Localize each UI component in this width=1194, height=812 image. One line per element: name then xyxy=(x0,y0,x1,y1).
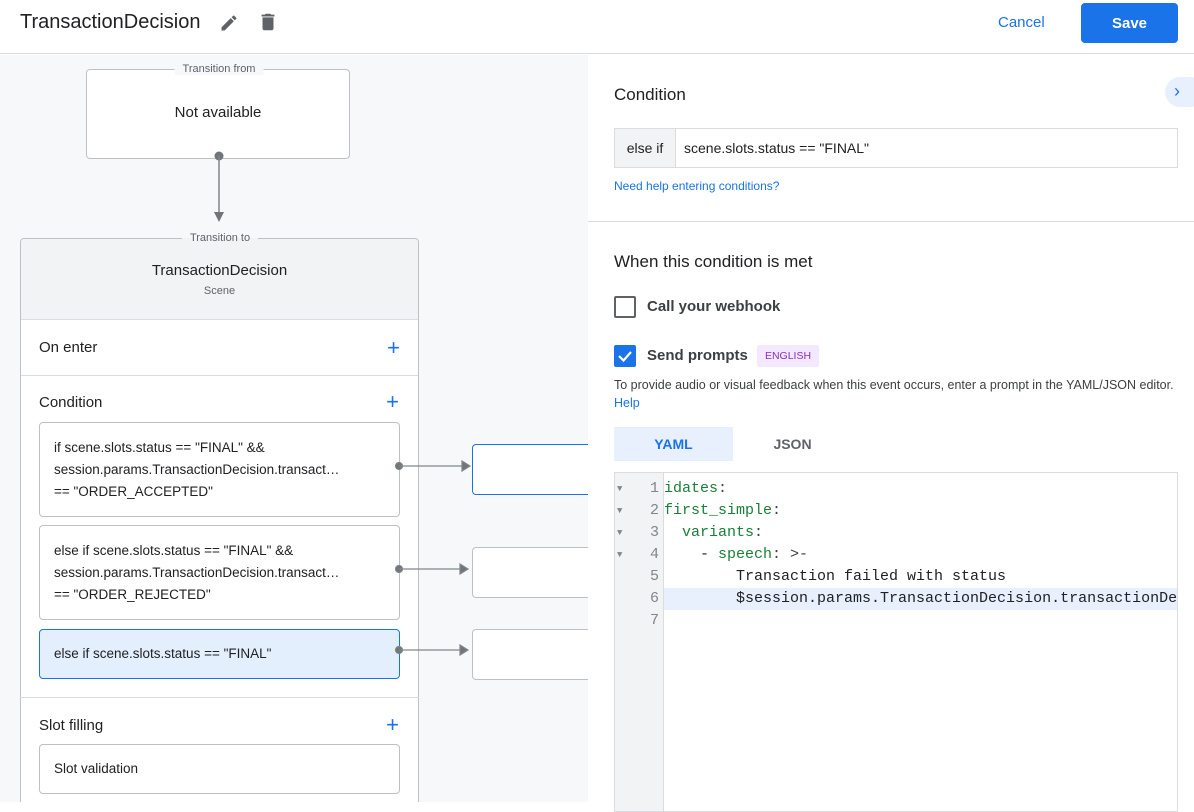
fold-arrow-icon[interactable]: ▼ xyxy=(617,506,623,516)
line-number: 7 xyxy=(649,612,659,629)
transition-from-value: Not available xyxy=(174,104,262,121)
yaml-punct: : >- xyxy=(772,546,809,563)
cancel-button[interactable]: Cancel xyxy=(998,14,1045,31)
target-node[interactable] xyxy=(472,444,588,495)
help-conditions-link[interactable]: Need help entering conditions? xyxy=(614,179,780,193)
divider xyxy=(588,221,1194,222)
fold-arrow-icon[interactable]: ▼ xyxy=(617,550,623,560)
checkmark-icon xyxy=(618,351,632,363)
line-number: 2 xyxy=(649,502,659,519)
slot-filling-header: Slot filling + xyxy=(39,712,399,737)
fold-arrow-icon[interactable]: ▼ xyxy=(617,484,623,494)
code-indent: - xyxy=(664,546,719,563)
condition-line: == "ORDER_ACCEPTED" xyxy=(54,483,213,499)
transition-arrow xyxy=(214,151,224,222)
code-line: 7 xyxy=(615,610,1177,632)
send-prompts-checkbox[interactable] xyxy=(614,345,636,367)
transition-from-legend: Transition from xyxy=(174,63,264,75)
line-number: 6 xyxy=(649,590,659,607)
condition-item[interactable]: else if scene.slots.status == "FINAL" &&… xyxy=(39,525,400,620)
add-on-enter-icon[interactable]: + xyxy=(387,334,400,360)
yaml-text: Transaction failed with status xyxy=(736,568,1007,585)
transition-to-legend: Transition to xyxy=(181,232,259,244)
target-node[interactable] xyxy=(472,629,588,680)
code-line: ▼ 2 first_simple: xyxy=(615,500,1177,522)
when-met-title: When this condition is met xyxy=(614,252,813,271)
code-line: ▼ 4 - speech: >- xyxy=(615,544,1177,566)
yaml-key: idates xyxy=(664,480,719,497)
add-slot-icon[interactable]: + xyxy=(386,712,399,737)
condition-item[interactable]: if scene.slots.status == "FINAL" && sess… xyxy=(39,422,400,517)
tab-yaml[interactable]: YAML xyxy=(614,427,733,461)
condition-line: else if scene.slots.status == "FINAL" && xyxy=(54,542,294,558)
line-number: 5 xyxy=(649,568,659,585)
pencil-icon[interactable] xyxy=(219,13,239,33)
editor-gutter xyxy=(615,473,664,811)
condition-prefix: else if xyxy=(615,129,676,167)
scene-name: TransactionDecision xyxy=(151,262,288,279)
code-line: ▼ 3 variants: xyxy=(615,522,1177,544)
yaml-text: $session.params.TransactionDecision.tran… xyxy=(736,590,1178,607)
condition-header: Condition + xyxy=(39,389,399,414)
condition-label: Condition xyxy=(39,394,103,411)
code-indent xyxy=(664,524,682,541)
yaml-key: speech xyxy=(718,546,773,563)
code-indent xyxy=(664,590,736,607)
scene-type: Scene xyxy=(203,285,236,297)
code-editor[interactable]: ▼ 1 idates: ▼ 2 first_simple: ▼ 3 variants: ▼ 4 -… xyxy=(614,472,1178,812)
code-indent xyxy=(664,568,736,585)
collapse-panel-button[interactable]: › xyxy=(1165,77,1194,107)
description-text: To provide audio or visual feedback when… xyxy=(614,378,1174,392)
condition-input[interactable]: else if scene.slots.status == "FINAL" xyxy=(614,128,1178,168)
prompt-description: To provide audio or visual feedback when… xyxy=(614,376,1174,412)
slot-filling-label: Slot filling xyxy=(39,717,104,734)
target-node[interactable] xyxy=(472,547,588,598)
condition-line: == "ORDER_REJECTED" xyxy=(54,586,211,602)
on-enter-section: On enter + xyxy=(21,320,418,376)
flow-canvas: Transition from Not available Transactio… xyxy=(0,55,588,802)
condition-panel: › Condition else if scene.slots.status =… xyxy=(588,55,1194,812)
condition-line: session.params.TransactionDecision.trans… xyxy=(54,564,340,580)
code-line: 6 $session.params.TransactionDecision.tr… xyxy=(615,588,1178,610)
slot-validation-item[interactable]: Slot validation xyxy=(39,744,400,794)
webhook-checkbox[interactable] xyxy=(614,296,636,318)
condition-line: if scene.slots.status == "FINAL" && xyxy=(54,439,265,455)
save-button[interactable]: Save xyxy=(1081,3,1178,43)
header: TransactionDecision Cancel Save xyxy=(0,0,1194,54)
send-prompts-label: Send prompts xyxy=(647,347,748,364)
add-condition-icon[interactable]: + xyxy=(386,389,399,414)
scene-card: TransactionDecision Scene Transition to … xyxy=(20,232,419,802)
yaml-punct: : xyxy=(754,524,764,541)
condition-connectors xyxy=(394,459,472,657)
webhook-label: Call your webhook xyxy=(647,298,781,315)
chevron-right-icon: › xyxy=(1174,81,1180,101)
on-enter-label: On enter xyxy=(39,339,98,356)
language-badge: ENGLISH xyxy=(757,345,819,367)
help-link[interactable]: Help xyxy=(614,396,640,410)
condition-item-selected[interactable]: else if scene.slots.status == "FINAL" xyxy=(39,629,400,679)
trash-icon[interactable] xyxy=(257,11,279,33)
transition-from-card[interactable]: Transition from Not available xyxy=(86,63,350,159)
condition-line: session.params.TransactionDecision.trans… xyxy=(54,461,340,477)
yaml-punct: : xyxy=(772,502,782,519)
tab-json[interactable]: JSON xyxy=(773,436,812,452)
condition-value[interactable]: scene.slots.status == "FINAL" xyxy=(684,140,870,156)
fold-arrow-icon[interactable]: ▼ xyxy=(617,528,623,538)
yaml-key: variants xyxy=(682,524,755,541)
code-line: ▼ 1 idates: xyxy=(615,478,1177,500)
yaml-key: first_simple xyxy=(664,502,773,519)
line-number: 3 xyxy=(649,524,659,541)
line-number: 1 xyxy=(649,480,659,497)
code-line: 5 Transaction failed with status xyxy=(615,566,1177,588)
condition-title: Condition xyxy=(614,85,686,104)
slot-validation-label: Slot validation xyxy=(54,761,139,776)
line-number: 4 xyxy=(649,546,659,563)
page-title: TransactionDecision xyxy=(20,11,201,33)
condition-line: else if scene.slots.status == "FINAL" xyxy=(54,646,272,661)
yaml-punct: : xyxy=(718,480,728,497)
divider xyxy=(20,697,419,698)
